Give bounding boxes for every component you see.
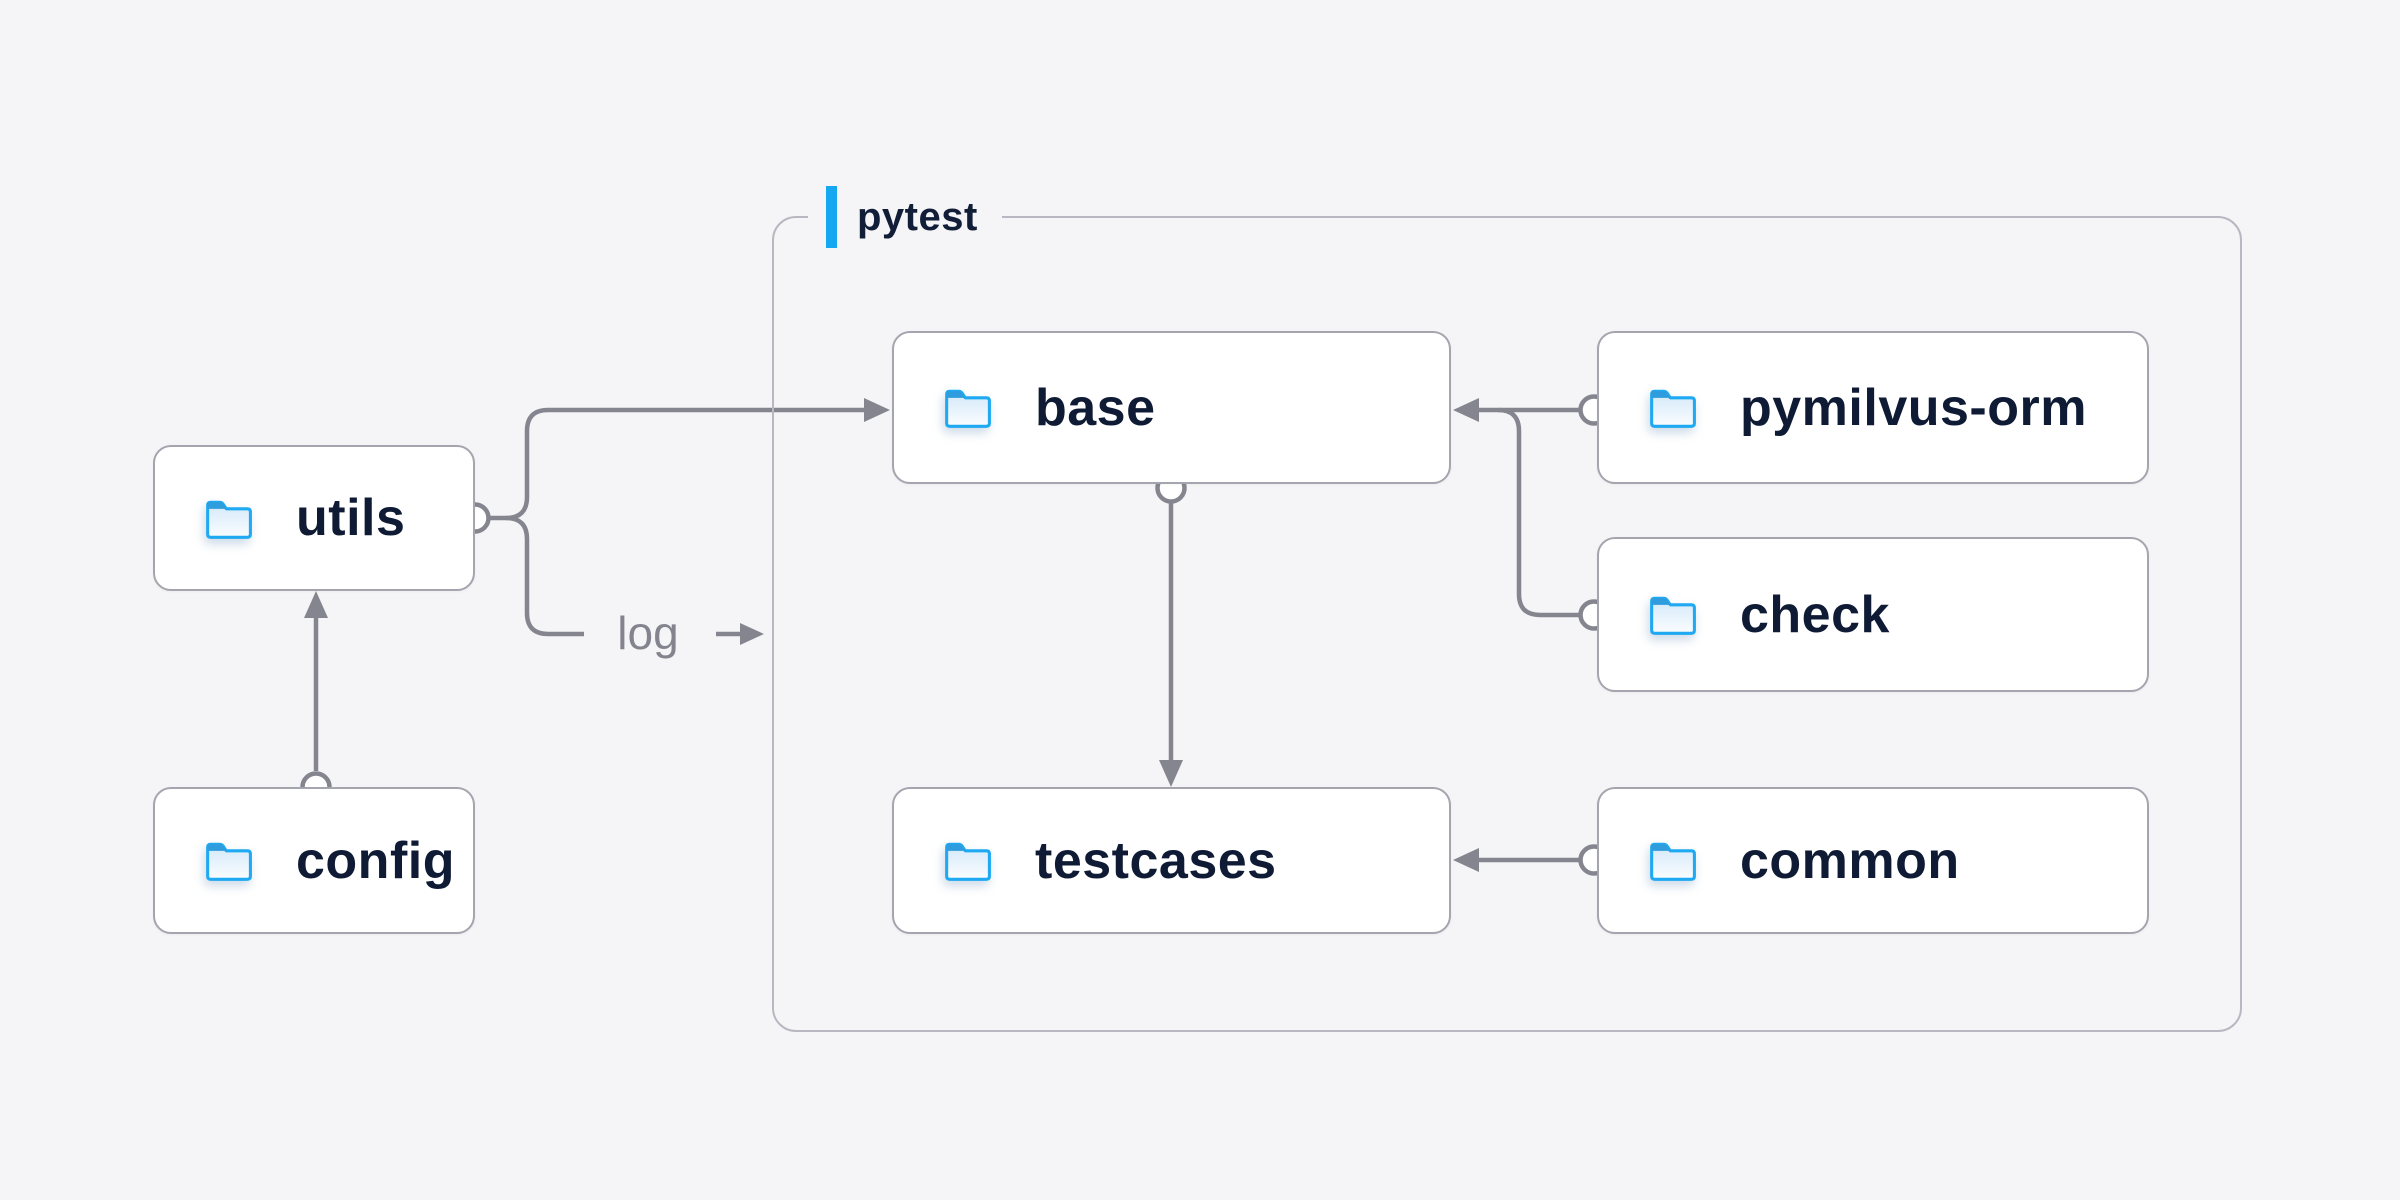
node-config: config (153, 787, 475, 934)
pytest-group-title: pytest (857, 195, 978, 239)
folder-icon (206, 500, 252, 539)
node-label: common (1740, 831, 1960, 890)
edge-log-label: log (617, 607, 679, 659)
folder-icon (1650, 389, 1696, 428)
arrowhead-into-base-left (864, 398, 890, 422)
folder-icon (945, 842, 991, 881)
node-label: config (296, 831, 455, 890)
folder-icon (1650, 842, 1696, 881)
arrowhead-into-testcases-right (1453, 848, 1479, 872)
node-check: check (1597, 537, 2149, 692)
folder-icon (1650, 596, 1696, 635)
node-common: common (1597, 787, 2149, 934)
accent-bar-icon (826, 186, 837, 248)
node-label: check (1740, 585, 1890, 644)
node-label: pymilvus-orm (1740, 378, 2087, 437)
arrowhead-into-testcases-top (1159, 760, 1183, 787)
node-testcases: testcases (892, 787, 1451, 934)
arrowhead-into-base-right (1453, 398, 1479, 422)
node-label: base (1035, 378, 1156, 437)
pytest-group-label: pytest (808, 186, 1002, 248)
edge-utils-log (505, 515, 584, 637)
edge-check-base (1497, 407, 1580, 618)
node-base: base (892, 331, 1451, 484)
pytest-group-box (772, 216, 2242, 1032)
node-label: testcases (1035, 831, 1277, 890)
folder-icon (206, 842, 252, 881)
folder-icon (945, 389, 991, 428)
node-label: utils (296, 489, 406, 547)
node-utils: utils (153, 445, 475, 591)
arrowhead-log (740, 623, 764, 645)
arrowhead-into-utils (304, 591, 328, 618)
node-pymilvus-orm: pymilvus-orm (1597, 331, 2149, 484)
